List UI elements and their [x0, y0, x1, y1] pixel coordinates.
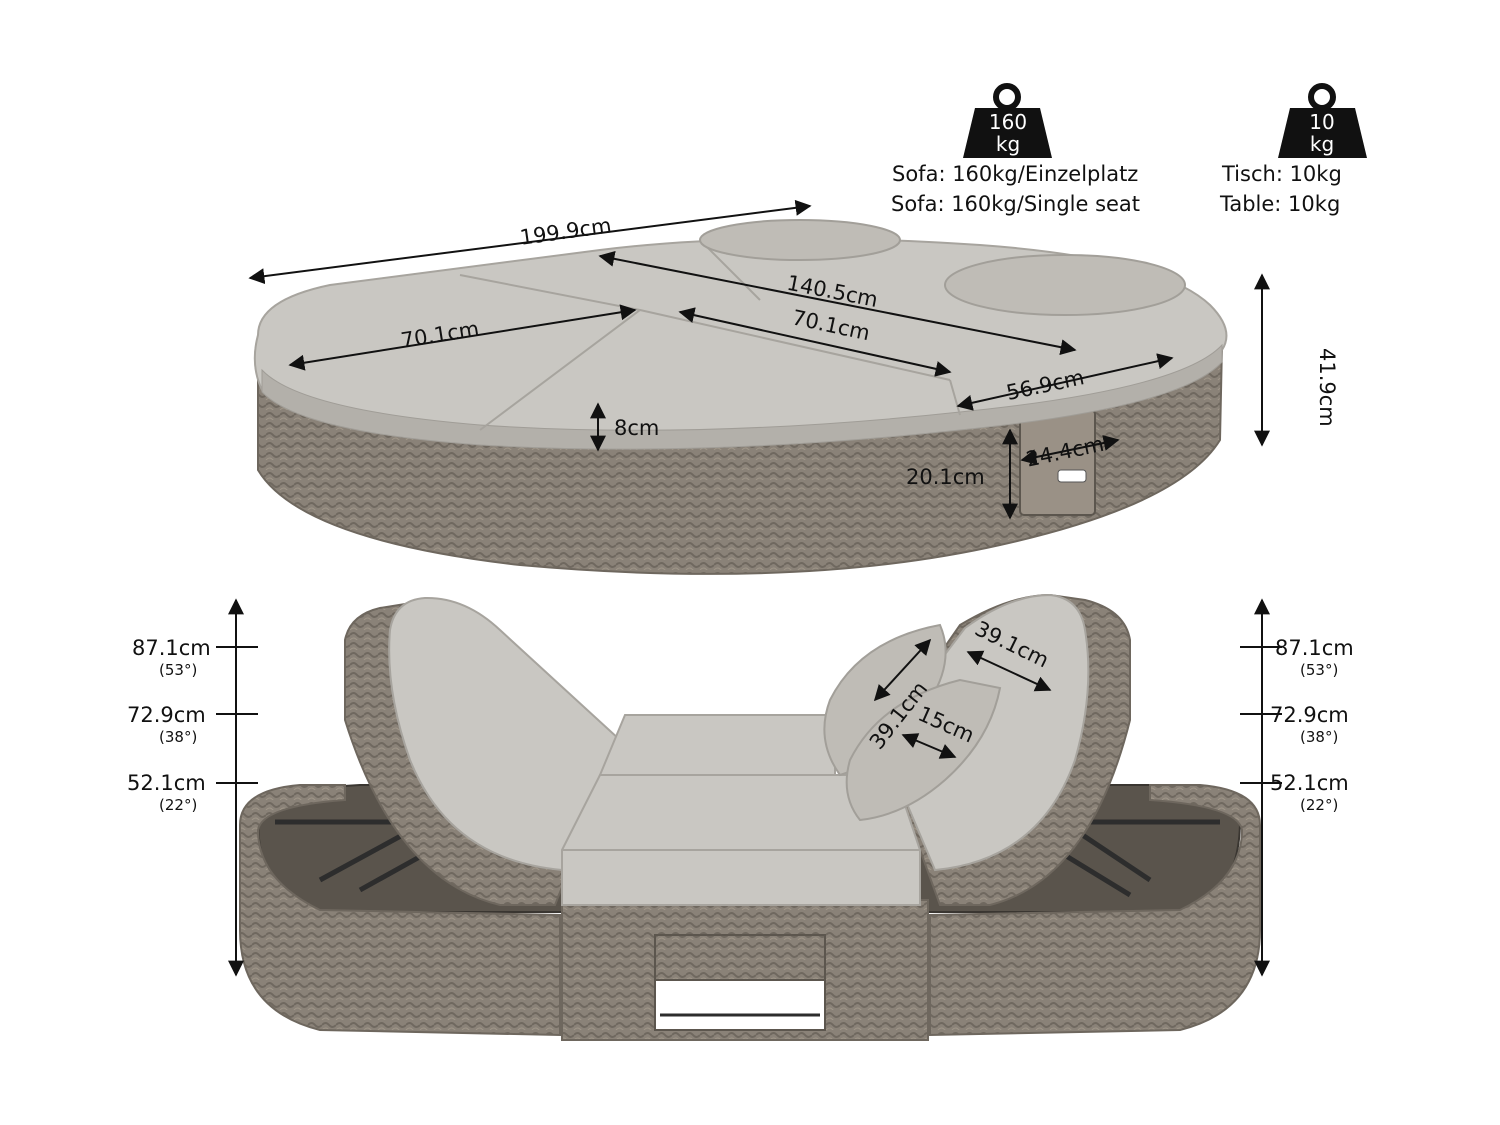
weight-unit-sofa: kg — [996, 132, 1020, 156]
right-height-3: 52.1cm — [1270, 771, 1349, 795]
pillow — [944, 254, 1186, 316]
label-height: 41.9cm — [1315, 348, 1339, 427]
left-angle-3: (22°) — [159, 796, 197, 814]
dimension-lines-top — [248, 199, 1270, 520]
right-angle-1: (53°) — [1300, 661, 1338, 679]
daybed-reclined-illustration — [239, 593, 1261, 1041]
dimension-lines-bottom — [216, 598, 1282, 977]
left-angle-2: (38°) — [159, 728, 197, 746]
weight-value-sofa: 160 — [989, 110, 1027, 134]
label-length: 199.9cm — [518, 213, 613, 250]
right-height-2: 72.9cm — [1270, 703, 1349, 727]
daybed-flat-illustration — [253, 219, 1228, 575]
label-table-height: 20.1cm — [906, 465, 985, 489]
weight-icon: 160 kg — [963, 83, 1052, 158]
table-capacity-de: Tisch: 10kg — [1222, 162, 1342, 186]
pillow — [699, 219, 901, 261]
left-angle-1: (53°) — [159, 661, 197, 679]
right-height-1: 87.1cm — [1275, 636, 1354, 660]
right-angle-3: (22°) — [1300, 796, 1338, 814]
sofa-capacity-de: Sofa: 160kg/Einzelplatz — [892, 162, 1139, 186]
table-handle — [1057, 469, 1087, 483]
weight-icon: 10 kg — [1278, 83, 1367, 158]
left-height-3: 52.1cm — [127, 771, 206, 795]
right-angle-2: (38°) — [1300, 728, 1338, 746]
table-capacity-en: Table: 10kg — [1220, 192, 1341, 216]
label-cushion-thickness: 8cm — [614, 416, 659, 440]
sofa-capacity-en: Sofa: 160kg/Single seat — [891, 192, 1141, 216]
left-height-2: 72.9cm — [127, 703, 206, 727]
weight-unit-table: kg — [1310, 132, 1334, 156]
left-height-1: 87.1cm — [132, 636, 211, 660]
weight-value-table: 10 — [1309, 110, 1334, 134]
